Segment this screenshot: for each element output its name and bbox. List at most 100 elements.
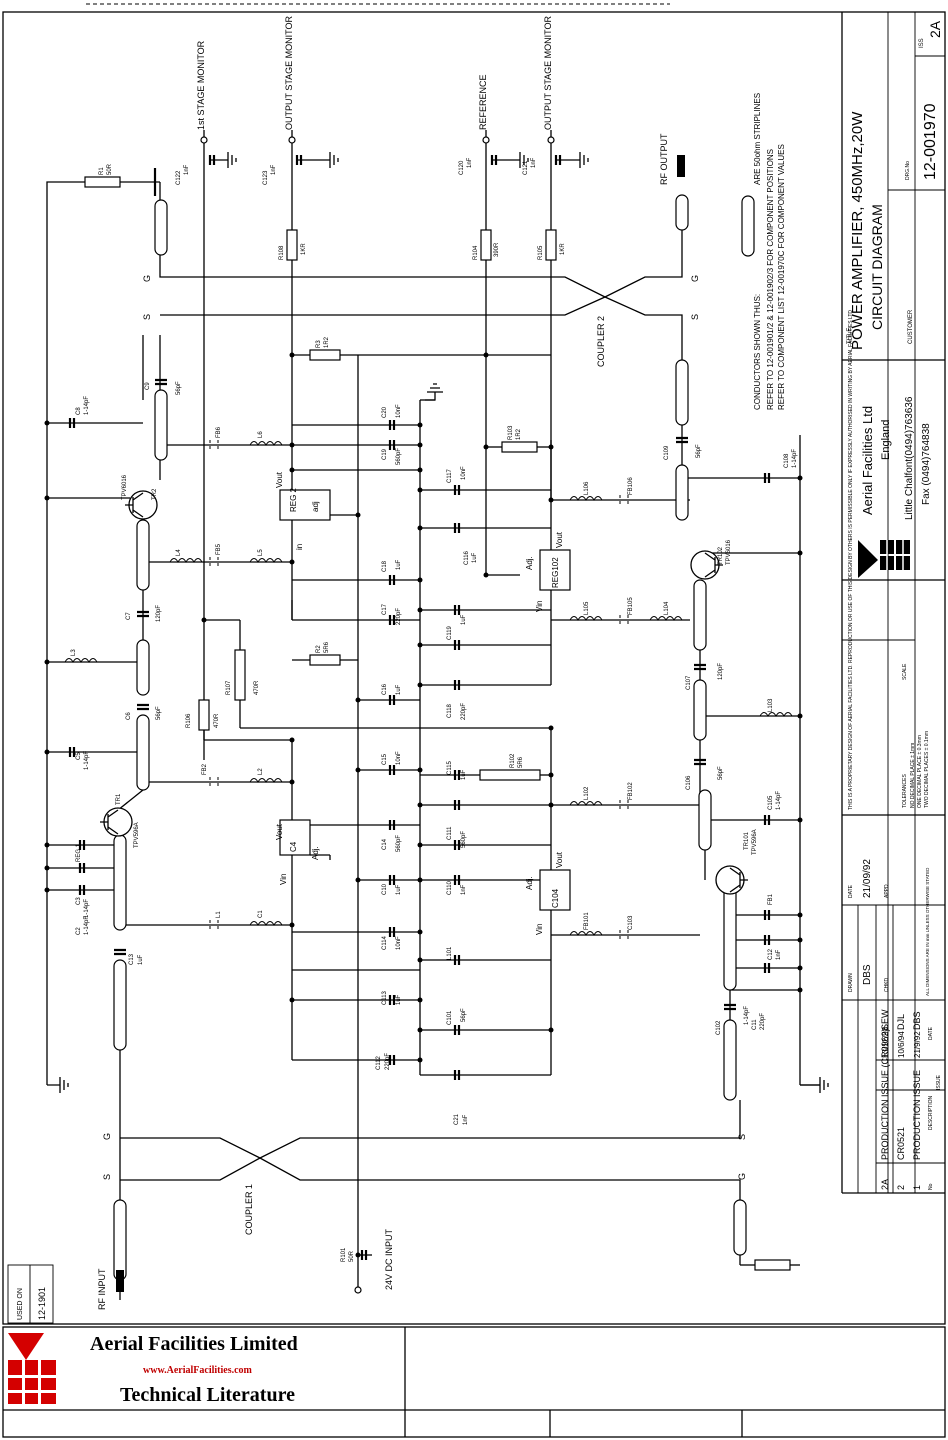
appd-label: APPD: [884, 884, 890, 898]
label-coupler1: COUPLER 1: [244, 1184, 254, 1235]
reg101-block: [539, 869, 571, 911]
component-value: 1R2: [324, 336, 330, 348]
reg1-vout: Vout: [275, 823, 284, 840]
used-on-box: USED ON 12-1901: [7, 1264, 54, 1324]
component-ref: R103: [508, 425, 514, 440]
component-value: 10nF: [461, 466, 467, 480]
component-value: 560pF: [396, 448, 402, 465]
component-ref: R108: [279, 245, 285, 260]
component-ref: L2: [258, 768, 264, 775]
issue-row-0-by: SEW: [880, 1009, 890, 1030]
component-value: 1KR: [560, 243, 566, 255]
pin-s-3: S: [102, 1174, 112, 1180]
drawing-notes: CONDUCTORS SHOWN THUS: ARE 50ohm STRIPLI…: [741, 93, 786, 410]
component-value: 220pF: [385, 1053, 391, 1070]
component-value: 1uF: [396, 684, 402, 695]
issue-row-2-iss: 1: [912, 1185, 922, 1190]
component-ref: L1: [216, 911, 222, 918]
component-ref: REG 1: [76, 843, 82, 862]
reg102-vout: Vout: [555, 531, 564, 548]
footer-literature: Technical Literature: [120, 1384, 295, 1406]
pin-g-4: G: [737, 1173, 747, 1180]
pin-s-4: S: [737, 1134, 747, 1140]
component-value: 56pF: [718, 766, 724, 780]
dims-note: ALL DIMENSIONS ARE IN mm UNLESS OTHERWIS…: [925, 867, 930, 996]
company-logo-icon: [858, 540, 910, 578]
reg2-adj: adj: [311, 501, 320, 512]
issue-history-table: 2A PRODUCTION ISSUE (CR0962) 13/12/98 SE…: [880, 1009, 942, 1190]
label-rf-input: RF INPUT: [97, 1268, 107, 1310]
component-ref: C119: [447, 625, 453, 640]
issue-row-1-by: DJL: [896, 1014, 906, 1030]
component-ref: C9: [145, 382, 151, 390]
tolerance-2: ONE DECIMAL PLACE ± 0.3mm: [917, 735, 923, 808]
component-ref: FB105: [628, 597, 634, 615]
tolerances-label: TOLERANCES: [902, 774, 908, 808]
component-value: 1nF: [184, 164, 190, 175]
component-ref: L105: [584, 601, 590, 615]
component-ref: C2: [76, 927, 82, 935]
date-label: DATE: [848, 884, 854, 898]
drawn-by: DBS: [862, 964, 873, 985]
component-ref: C113: [382, 990, 388, 1005]
component-value: 120pF: [156, 605, 162, 622]
component-ref: FB2: [202, 763, 208, 775]
component-ref: L101: [447, 946, 453, 960]
no-label: No: [928, 1183, 934, 1190]
company-name: Aerial Facilities Ltd: [860, 406, 875, 515]
reg1-vin: Vin: [279, 874, 288, 885]
issue-row-0-desc: PRODUCTION ISSUE (CR0962): [880, 1028, 890, 1160]
issue-row-0-iss: 2A: [880, 1179, 890, 1190]
component-ref: L103: [768, 698, 774, 712]
label-dc-input: 24V DC INPUT: [384, 1228, 394, 1290]
pin-g-3: G: [102, 1133, 112, 1140]
component-value: 1-14pF: [84, 899, 90, 918]
component-ref: C103: [628, 915, 634, 930]
component-ref: TR101: [744, 831, 750, 850]
component-ref: FB6: [216, 426, 222, 438]
component-ref: L4: [176, 549, 182, 556]
component-ref: C107: [686, 675, 692, 690]
reg1-block: [279, 819, 311, 856]
tolerance-3: TWO DECIMAL PLACES ± 0.1mm: [924, 731, 930, 808]
component-value: 220pF: [760, 1013, 766, 1030]
component-ref: C112: [376, 1055, 382, 1070]
component-value: 1uF: [461, 614, 467, 625]
footer: Aerial Facilities Limited www.AerialFaci…: [2, 1326, 946, 1438]
dc-input-port-icon: [354, 1286, 362, 1294]
footer-url[interactable]: www.AerialFacilities.com: [143, 1365, 253, 1376]
component-value: 1uF: [472, 552, 478, 563]
component-value: 390R: [494, 242, 500, 257]
component-value: 1nF: [467, 157, 473, 168]
rf-output-connector-icon: [677, 155, 685, 177]
component-ref: C109: [664, 445, 670, 460]
component-value: 1-14pF: [776, 791, 782, 810]
reg101-name: C104: [551, 888, 560, 908]
component-value: TPV6016: [122, 474, 128, 500]
reg2-in: in: [295, 544, 304, 550]
component-ref: L102: [584, 786, 590, 800]
component-value: 56pF: [156, 706, 162, 720]
component-value: 1-14pF: [744, 1006, 750, 1025]
issue-row-0-date: 13/12/98: [881, 1026, 890, 1058]
component-ref: C12: [768, 948, 774, 960]
component-value: 50R: [107, 163, 113, 175]
reg102-name: REG102: [551, 557, 560, 588]
reference-port-icon: [482, 136, 490, 144]
reg102-adj: Adj.: [525, 556, 534, 570]
scale-label: SCALE: [902, 663, 908, 680]
component-ref: C6: [126, 712, 132, 720]
component-value: 5R6: [518, 756, 524, 768]
component-value: 56pF: [176, 381, 182, 395]
pin-g-1: G: [142, 275, 152, 282]
iss-label: ISS: [919, 38, 925, 48]
component-value: TPV6016: [726, 539, 732, 565]
component-ref: C5: [76, 752, 82, 760]
component-value: 1R2: [516, 428, 522, 440]
drg-no-label: DRG.No: [905, 161, 911, 180]
label-monitor1: 1st STAGE MONITOR: [196, 40, 206, 130]
proprietary-note-line: THIS IS A PROPRIETARY DESIGN OF AERIAL F…: [848, 310, 854, 810]
component-ref: C108: [784, 453, 790, 468]
component-value: 1-14pF: [84, 751, 90, 770]
component-ref: C10: [382, 883, 388, 895]
